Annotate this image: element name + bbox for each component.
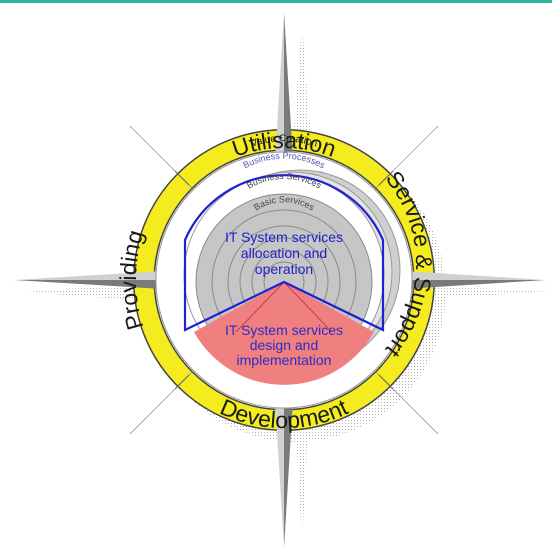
operation-label-line1: IT System services (225, 229, 343, 245)
value-creation-label: Value Creation (249, 133, 318, 149)
operation-label-line3: operation (255, 261, 313, 277)
top-accent-bar (0, 0, 552, 3)
design-zone-label: IT System services design and implementa… (225, 322, 343, 368)
design-label-line2: design and (250, 337, 319, 353)
design-wedge (194, 282, 374, 385)
design-label-line3: implementation (237, 352, 332, 368)
operation-label-line2: allocation and (241, 245, 327, 261)
design-label-line1: IT System services (225, 322, 343, 338)
operation-outline (183, 174, 385, 332)
operation-zone-label: IT System services allocation and operat… (225, 229, 343, 277)
